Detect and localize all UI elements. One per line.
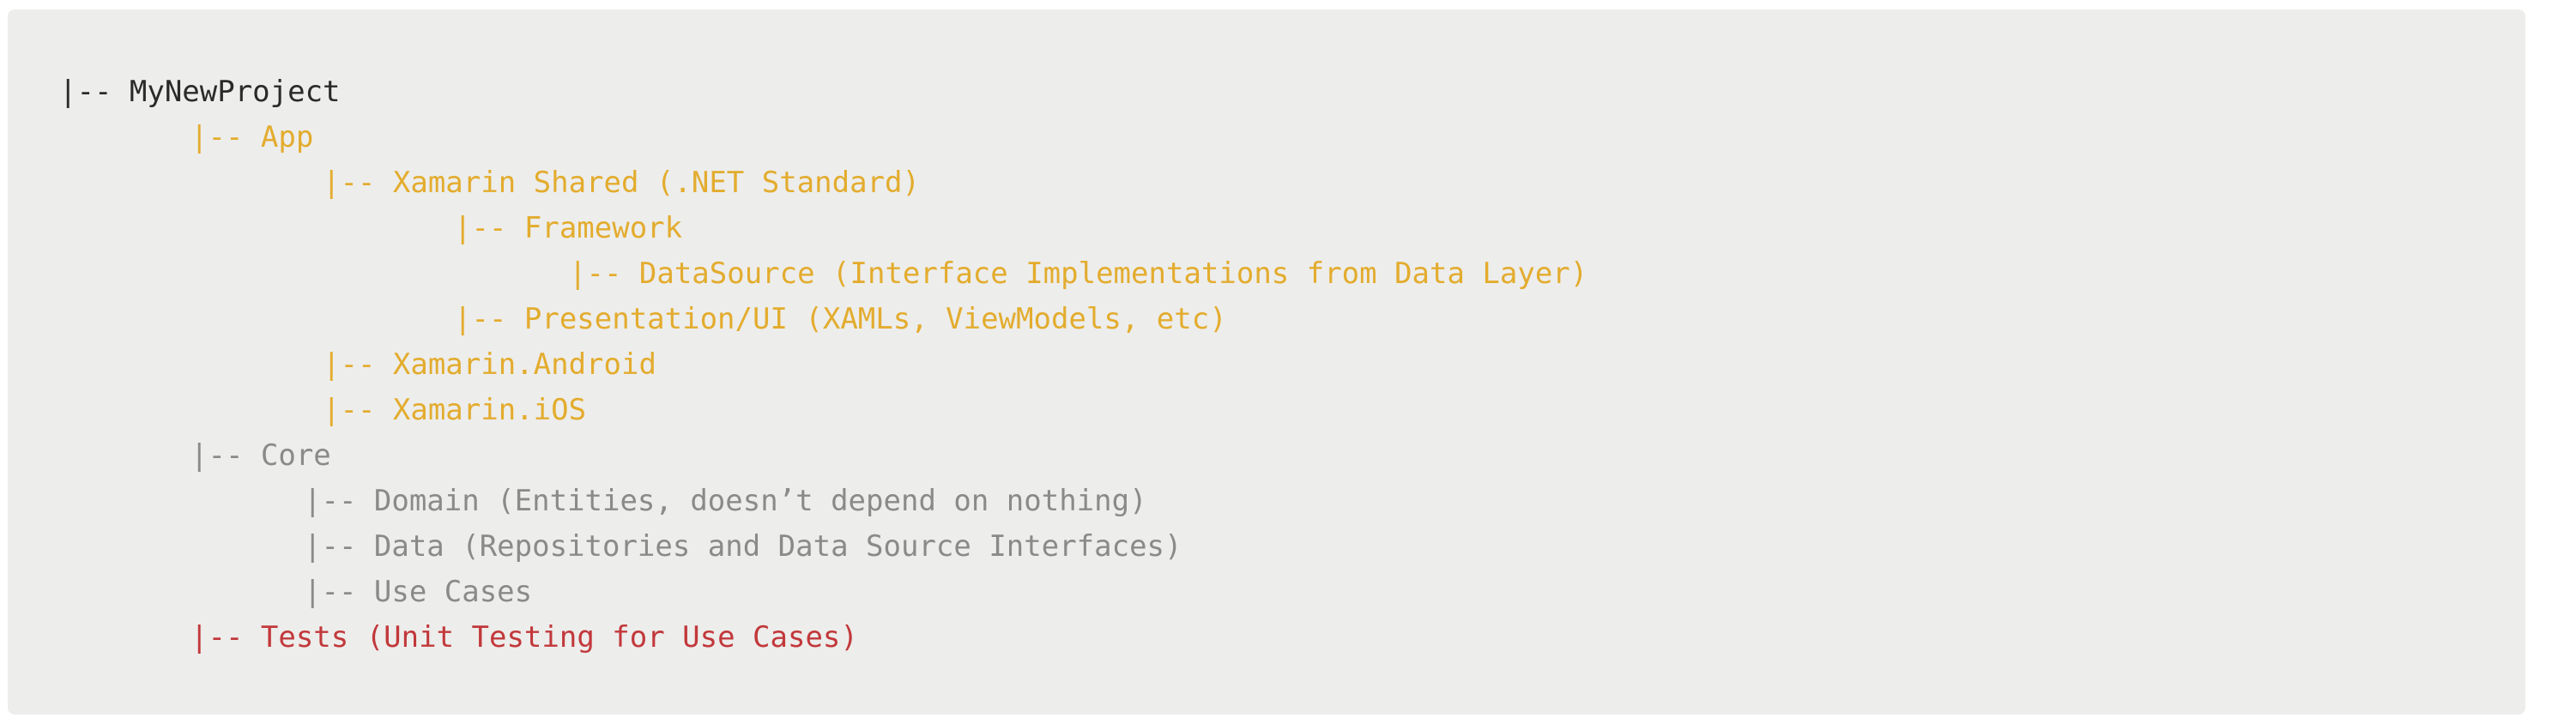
tree-line-text: |-- Xamarin.Android <box>323 347 656 382</box>
tree-line-app: |-- App <box>190 115 2525 160</box>
tree-line-xamarin-ios: |-- Xamarin.iOS <box>323 388 2525 433</box>
tree-line-text: |-- Core <box>190 438 331 473</box>
tree-line-presentation: |-- Presentation/UI (XAMLs, ViewModels, … <box>454 297 2525 342</box>
tree-line-xamarin-android: |-- Xamarin.Android <box>323 342 2525 388</box>
tree-line-text: |-- MyNewProject <box>59 75 341 109</box>
tree-line-xamarin-shared: |-- Xamarin Shared (.NET Standard) <box>323 160 2525 206</box>
tree-line-data: |-- Data (Repositories and Data Source I… <box>304 524 2525 570</box>
tree-line-text: |-- Xamarin.iOS <box>323 393 587 427</box>
tree-line-text: |-- Use Cases <box>304 575 533 609</box>
tree-line-text: |-- Tests (Unit Testing for Use Cases) <box>190 620 858 655</box>
tree-line-text: |-- DataSource (Interface Implementation… <box>569 256 1588 291</box>
tree-line-text: |-- Domain (Entities, doesn’t depend on … <box>304 484 1147 518</box>
tree-line-datasource: |-- DataSource (Interface Implementation… <box>569 251 2525 297</box>
tree-line-myproject: |-- MyNewProject <box>59 69 2525 115</box>
tree-line-tests: |-- Tests (Unit Testing for Use Cases) <box>190 615 2525 661</box>
tree-line-text: |-- App <box>190 120 314 154</box>
tree-line-framework: |-- Framework <box>454 206 2525 251</box>
code-block: |-- MyNewProject |-- App |-- Xamarin Sha… <box>8 9 2525 715</box>
tree-line-text: |-- Xamarin Shared (.NET Standard) <box>323 166 920 200</box>
tree-line-core: |-- Core <box>190 433 2525 479</box>
tree-line-use-cases: |-- Use Cases <box>304 570 2525 615</box>
tree-line-text: |-- Data (Repositories and Data Source I… <box>304 529 1182 564</box>
tree-line-text: |-- Framework <box>454 211 683 245</box>
tree-line-domain: |-- Domain (Entities, doesn’t depend on … <box>304 479 2525 524</box>
tree-line-text: |-- Presentation/UI (XAMLs, ViewModels, … <box>454 302 1227 336</box>
